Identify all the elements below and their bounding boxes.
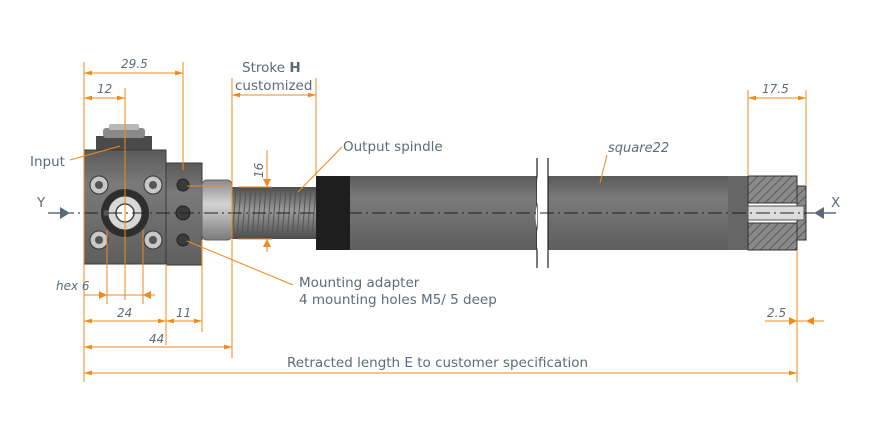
axis-x-arrow-icon [814, 207, 836, 219]
stroke-label: Stroke H [242, 60, 301, 76]
thread-line [241, 187, 247, 239]
dimension-24: 24 [84, 306, 166, 324]
svg-text:12: 12 [97, 82, 112, 96]
mounting-holes-label: 4 mounting holes M5/ 5 deep [299, 292, 497, 308]
svg-text:11: 11 [176, 306, 191, 320]
axis-x-label: X [831, 195, 840, 211]
dimension-2-5: 2.5 [765, 306, 824, 325]
dimension-16: 16 [252, 150, 271, 252]
dimension-29-5: 29.5 [84, 57, 183, 76]
mounting-adapter-label: Mounting adapter [299, 275, 420, 291]
retracted-length-label: Retracted length E to customer specifica… [287, 355, 588, 371]
svg-text:2.5: 2.5 [767, 306, 786, 320]
svg-text:29.5: 29.5 [121, 57, 148, 71]
leader-lines [69, 145, 608, 286]
thread-line [271, 187, 277, 239]
mounting-adapter [165, 162, 233, 266]
thread-line [246, 187, 252, 239]
svg-text:16: 16 [252, 162, 266, 178]
dimension-17-5: 17.5 [748, 82, 806, 101]
axis-y-arrow-icon [48, 207, 70, 219]
dimension-12: 12 [84, 82, 125, 101]
extension-lines [83, 62, 807, 382]
thread-line [266, 187, 272, 239]
svg-text:hex 6: hex 6 [56, 279, 90, 293]
dimension-hex6: hex 6 [56, 279, 155, 299]
gearbox-screw-icon [89, 175, 163, 250]
dimension-44: 44 [84, 332, 232, 350]
dimension-11: 11 [166, 306, 202, 324]
input-label: Input [30, 154, 65, 170]
axis-y-label: Y [36, 195, 46, 211]
output-spindle-label: Output spindle [343, 139, 443, 155]
thread-line [296, 187, 302, 239]
svg-text:44: 44 [149, 332, 164, 346]
customized-label: customized [235, 78, 312, 94]
square-label: square22 [608, 141, 669, 156]
svg-text:24: 24 [117, 306, 132, 320]
svg-text:17.5: 17.5 [762, 82, 789, 96]
